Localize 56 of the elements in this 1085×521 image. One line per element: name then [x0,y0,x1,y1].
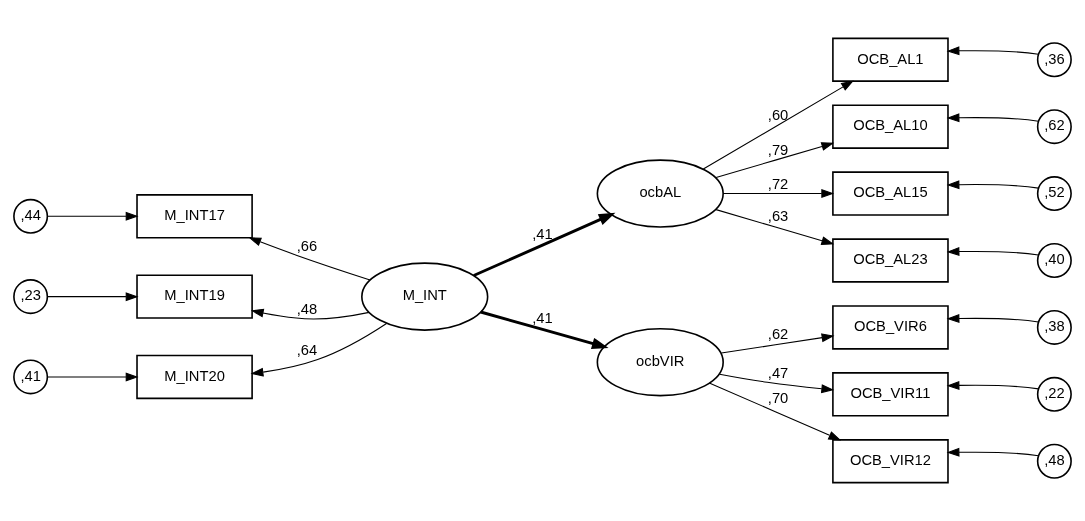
edge-label: ,70 [767,390,789,407]
node-box: OCB_VIR11 [832,372,949,417]
edge-label: ,60 [767,106,789,123]
node-box: OCB_VIR12 [832,439,949,484]
arrow [250,322,388,377]
arrow [46,372,139,382]
arrow [720,333,835,354]
node-ellipse: ocbVIR [596,327,724,397]
arrow [722,189,835,199]
arrow [946,46,1039,56]
arrow [46,292,139,302]
arrow [946,180,1039,190]
node-box: OCB_AL15 [832,171,949,216]
arrow [715,209,835,246]
node-ellipse: M_INT [361,262,489,331]
node-box: M_INT20 [136,354,253,400]
arrow [946,247,1039,257]
node-circle: ,23 [13,279,49,315]
node-box: OCB_AL23 [832,238,949,283]
edge-label: ,63 [767,208,789,225]
edge-label: ,79 [767,141,789,158]
edge-label: ,62 [767,326,789,343]
arrow [473,212,616,277]
arrow [946,314,1039,323]
edge-label: ,72 [767,176,789,193]
edge-label: ,66 [296,237,318,254]
arrow [946,380,1039,390]
edge-label: ,64 [296,342,318,359]
edge-label: ,47 [767,365,789,381]
node-circle: ,38 [1036,309,1072,345]
arrow [715,142,835,179]
arrow [709,382,842,441]
edge-label: ,48 [296,300,318,317]
arrow [250,308,370,320]
arrow [946,447,1039,457]
node-box: M_INT17 [136,194,253,239]
arrow [480,310,609,350]
node-circle: ,44 [13,198,49,234]
node-circle: ,36 [1036,42,1072,78]
node-box: OCB_VIR6 [832,305,949,350]
node-circle: ,62 [1036,109,1072,145]
node-box: OCB_AL10 [832,104,949,149]
edge-label: ,41 [532,310,553,327]
arrow [46,211,139,221]
node-box: M_INT19 [136,274,253,319]
arrow [248,237,371,281]
arrow [702,80,854,170]
arrow [719,373,835,394]
node-circle: ,40 [1036,242,1072,279]
node-box: OCB_AL1 [832,37,949,82]
node-circle: ,22 [1036,376,1072,412]
edge-label: ,41 [532,225,553,242]
node-circle: ,48 [1036,443,1072,479]
arrow [946,113,1039,123]
node-circle: ,52 [1036,176,1072,212]
node-circle: ,41 [13,359,49,395]
